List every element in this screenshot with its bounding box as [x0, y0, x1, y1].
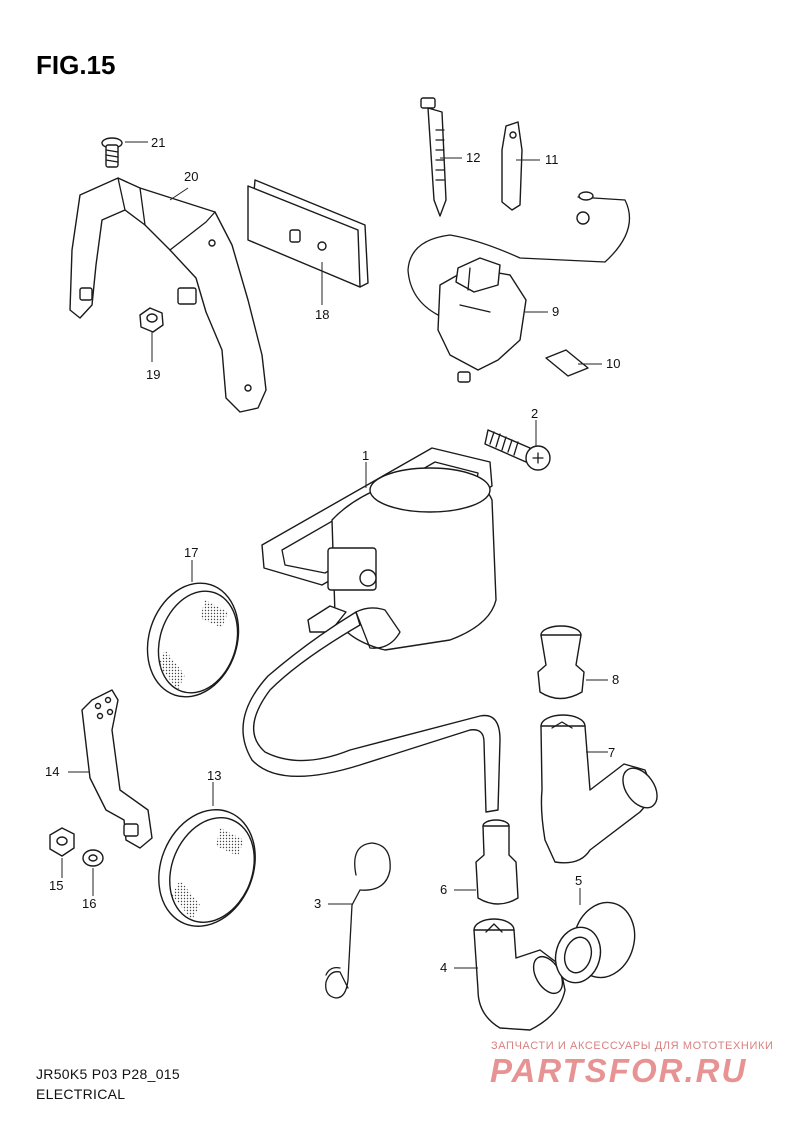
- callout-labels: 21 20 19 18 12 11 9 10 2 1 17 8 7 14 13 …: [45, 135, 620, 975]
- part-15-nut[interactable]: [49, 827, 75, 857]
- footer-title: ELECTRICAL: [36, 1086, 126, 1102]
- callout-12: 12: [466, 150, 480, 165]
- watermark-logo: PARTSFOR.RU: [490, 1052, 748, 1089]
- callout-9: 9: [552, 304, 559, 319]
- part-3-spring[interactable]: [325, 842, 391, 999]
- part-11-clamp[interactable]: [501, 121, 523, 211]
- footer-code: JR50K5 P03 P28_015: [36, 1066, 180, 1082]
- callout-15: 15: [49, 878, 63, 893]
- callout-16: 16: [82, 896, 96, 911]
- part-16-washer[interactable]: [82, 849, 104, 867]
- part-20-bracket[interactable]: [69, 177, 267, 413]
- callout-3: 3: [314, 896, 321, 911]
- part-6-sleeve[interactable]: [475, 819, 519, 905]
- part-13-reflector[interactable]: [142, 795, 272, 941]
- callout-20: 20: [184, 169, 198, 184]
- callout-11: 11: [545, 152, 559, 167]
- callout-21: 21: [151, 135, 165, 150]
- callout-1: 1: [362, 448, 369, 463]
- leader-lines: [61, 141, 608, 969]
- part-17-reflector[interactable]: [133, 571, 253, 709]
- part-7-plug-cap[interactable]: [540, 714, 664, 864]
- callout-10: 10: [606, 356, 620, 371]
- callout-7: 7: [608, 745, 615, 760]
- callout-5: 5: [575, 873, 582, 888]
- watermark-text: ЗАПЧАСТИ И АКСЕССУАРЫ ДЛЯ МОТОТЕХНИКИ: [491, 1040, 774, 1052]
- callout-18: 18: [315, 307, 329, 322]
- part-18-pad[interactable]: [247, 179, 369, 288]
- callout-4: 4: [440, 960, 447, 975]
- callout-19: 19: [146, 367, 160, 382]
- part-1-ignition-coil[interactable]: [242, 447, 501, 813]
- part-4-plug-cap[interactable]: [473, 918, 568, 1031]
- callout-17: 17: [184, 545, 198, 560]
- part-9-switch[interactable]: [407, 191, 631, 383]
- part-10-label[interactable]: [545, 349, 589, 377]
- callout-2: 2: [531, 406, 538, 421]
- part-8-cap[interactable]: [537, 625, 585, 700]
- part-19-nut[interactable]: [139, 307, 164, 333]
- figure-title: FIG.15: [36, 50, 116, 80]
- part-5-cover[interactable]: [550, 896, 643, 988]
- part-21-screw[interactable]: [101, 137, 123, 168]
- part-2-bolt[interactable]: [484, 429, 551, 471]
- callout-14: 14: [45, 764, 59, 779]
- callout-6: 6: [440, 882, 447, 897]
- callout-8: 8: [612, 672, 619, 687]
- callout-13: 13: [207, 768, 221, 783]
- part-14-stay[interactable]: [81, 689, 153, 849]
- part-12-tie-strap[interactable]: [420, 97, 447, 217]
